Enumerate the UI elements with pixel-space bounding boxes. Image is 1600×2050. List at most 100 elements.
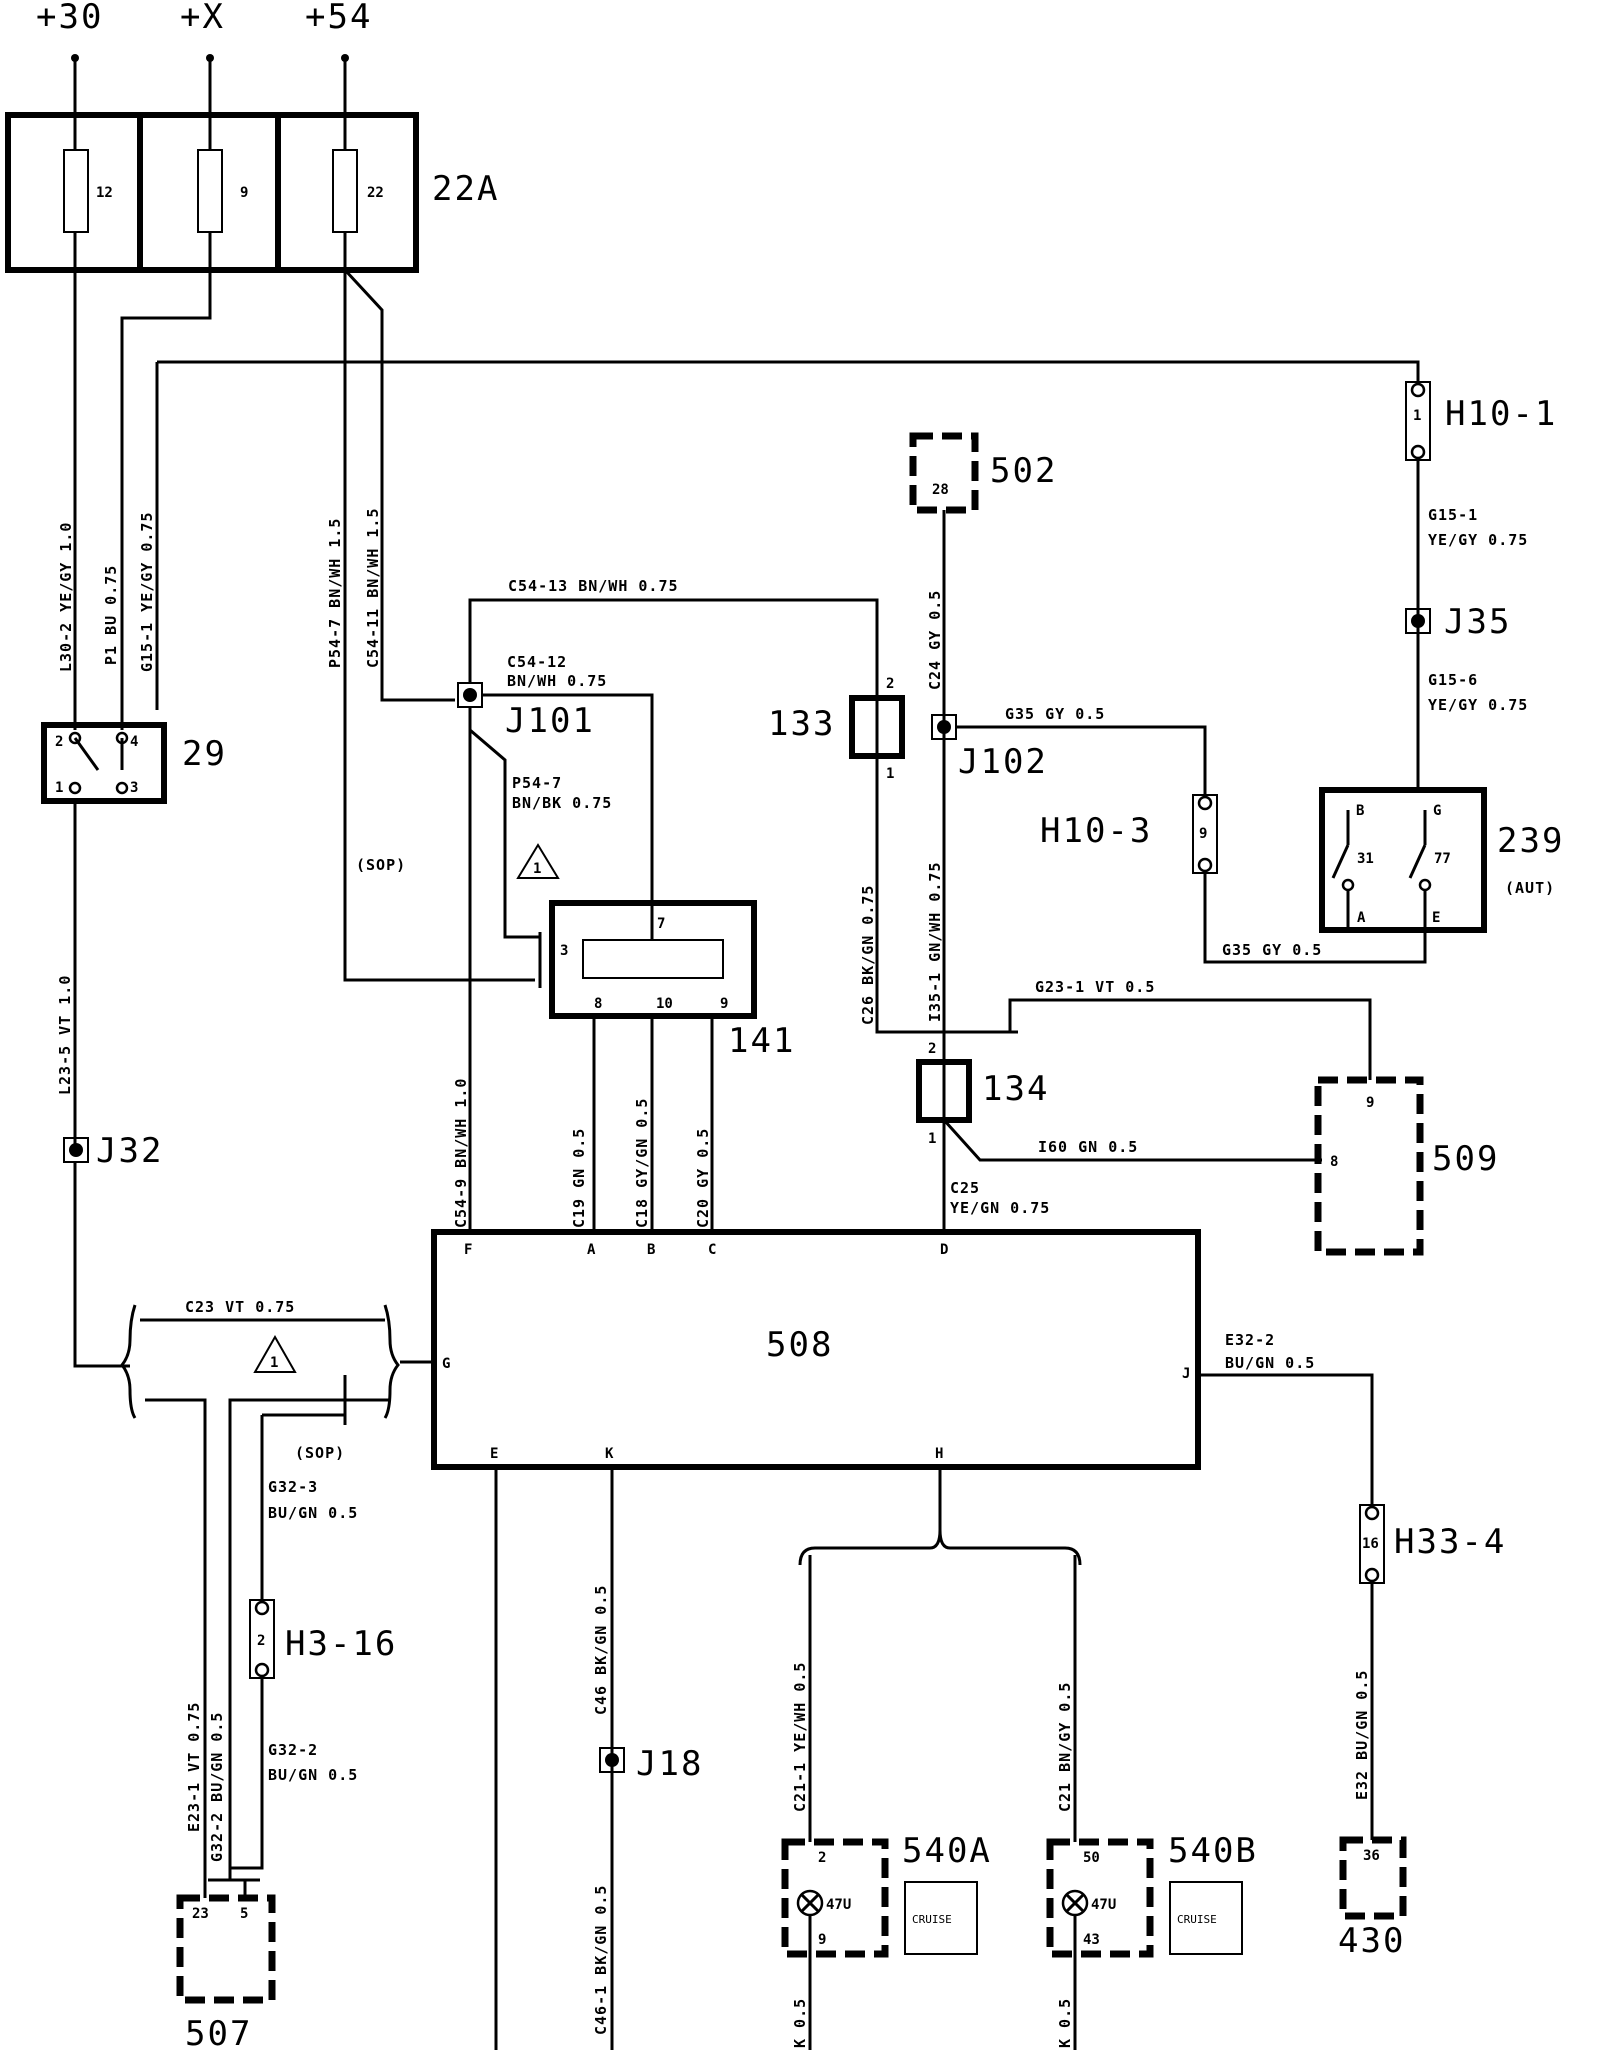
wire-p1: P1 BU 0.75 (102, 565, 120, 665)
wire-c21-1: C21-1 YE/WH 0.5 (791, 1662, 809, 1812)
c141-pin-10: 10 (656, 996, 673, 1012)
c141-pin-3: 3 (560, 943, 568, 959)
wire-l23-5: L23-5 VT 1.0 (56, 975, 74, 1095)
lamp-540b-rating: 47U (1091, 1897, 1116, 1913)
c23-bracket (120, 1304, 400, 1880)
c508-pin-b: B (647, 1242, 655, 1258)
h10-1-pin: 1 (1413, 408, 1421, 424)
c540a-pin-2: 2 (818, 1850, 826, 1866)
c507-pin-5: 5 (240, 1906, 248, 1922)
fuse-9-label: 9 (240, 185, 248, 201)
j32-label: J32 (96, 1131, 163, 1171)
supply-30-label: +30 (36, 0, 103, 37)
c540a-pin-9: 9 (818, 1932, 826, 1948)
c239-pin-31: 31 (1357, 851, 1374, 867)
j18-splice (599, 1747, 625, 1773)
c508-pin-c: C (708, 1242, 716, 1258)
c141-pin-8: 8 (594, 996, 602, 1012)
h33-4-label: H33-4 (1394, 1522, 1506, 1562)
fuse-22-label: 22 (367, 185, 384, 201)
warning-triangle-1 (516, 843, 560, 879)
wire-g32-3: G32-3 (268, 1478, 318, 1496)
lamp-540b (1046, 1838, 1154, 2050)
wire-g15-1-right-color: YE/GY 0.75 (1428, 531, 1528, 549)
wire-c19: C19 GN 0.5 (570, 1128, 588, 1228)
lamp-540b-label: 540B (1168, 1831, 1258, 1871)
lamp-540a-label: 540A (902, 1831, 992, 1871)
c509-pin-8: 8 (1330, 1154, 1338, 1170)
wire-c25-color: YE/GN 0.75 (950, 1199, 1050, 1217)
connector-133-label: 133 (768, 704, 835, 744)
fuse-22 (332, 149, 358, 233)
warning-triangle-2 (253, 1334, 297, 1373)
lamp-540a-rating: 47U (826, 1897, 851, 1913)
wire-e32-2: E32-2 (1225, 1331, 1275, 1349)
cruise-text-b: CRUISE (1177, 1913, 1217, 1926)
wire-k-b: K 0.5 (1056, 1998, 1074, 2048)
c508-pin-g: G (442, 1356, 450, 1372)
cruise-symbol-b (1169, 1881, 1243, 1955)
module-141-label: 141 (728, 1021, 795, 1061)
c141-pin-9: 9 (720, 996, 728, 1012)
c508-pin-h: H (935, 1446, 943, 1462)
c239-pin-b: B (1356, 803, 1364, 819)
fuse-12 (63, 149, 89, 233)
wire-c46-1: C46-1 BK/GN 0.5 (592, 1885, 610, 2035)
switch-239 (1319, 787, 1487, 933)
wire-c20: C20 GY 0.5 (694, 1128, 712, 1228)
wire-g15-6-color: YE/GY 0.75 (1428, 696, 1528, 714)
warning-1-number: 1 (533, 861, 541, 877)
wire-c54-9: C54-9 BN/WH 1.0 (452, 1078, 470, 1228)
c502-pin-28: 28 (932, 482, 949, 498)
wire-c46: C46 BK/GN 0.5 (592, 1585, 610, 1715)
j35-splice (1405, 608, 1431, 634)
sop-label-2: (SOP) (295, 1444, 345, 1462)
c508-pin-k: K (605, 1446, 614, 1462)
supply-x-label: +X (180, 0, 225, 37)
h3-16-label: H3-16 (285, 1624, 397, 1664)
module-508-label: 508 (766, 1325, 833, 1365)
fuse-12-label: 12 (96, 185, 113, 201)
wire-l30-2: L30-2 YE/GY 1.0 (57, 522, 75, 672)
connector-509 (1314, 1076, 1424, 1256)
j102-label: J102 (958, 742, 1048, 782)
fuse-box-22a (5, 112, 419, 273)
wire-i60: I60 GN 0.5 (1038, 1138, 1138, 1156)
connector-430-label: 430 (1338, 1921, 1405, 1961)
h3-16-pin: 2 (257, 1633, 265, 1649)
c430-pin-36: 36 (1363, 1848, 1380, 1864)
connector-502 (909, 432, 979, 514)
wire-g32-2: G32-2 (268, 1741, 318, 1759)
sw29-pin-2: 2 (55, 734, 63, 750)
wire-c54-12: C54-12 (507, 653, 567, 671)
wire-g32-2-vertical: G32-2 BU/GN 0.5 (208, 1712, 226, 1862)
c540b-pin-43: 43 (1083, 1932, 1100, 1948)
connector-502-label: 502 (990, 451, 1057, 491)
connector-509-label: 509 (1432, 1139, 1499, 1179)
c508-pin-a: A (587, 1242, 596, 1258)
wire-c54-12-color: BN/WH 0.75 (507, 672, 607, 690)
c134-pin-2: 2 (928, 1041, 936, 1057)
wire-g15-1-left: G15-1 YE/GY 0.75 (138, 512, 156, 673)
sop-label-1: (SOP) (356, 856, 406, 874)
fuse-box-label: 22A (432, 169, 499, 209)
wire-e32-2-color: BU/GN 0.5 (1225, 1354, 1315, 1372)
lamp-540a (781, 1838, 889, 2050)
wire-g32-3-color: BU/GN 0.5 (268, 1504, 358, 1522)
cruise-symbol-a (904, 1881, 978, 1955)
cruise-text-a: CRUISE (912, 1913, 952, 1926)
c508-pin-f: F (464, 1242, 472, 1258)
h33-4-pin: 16 (1362, 1536, 1379, 1552)
wire-g35-top: G35 GY 0.5 (1005, 705, 1105, 723)
wire-p54-7-main: P54-7 BN/WH 1.5 (326, 518, 344, 668)
wire-c54-13: C54-13 BN/WH 0.75 (508, 577, 679, 595)
h10-3-pin: 9 (1199, 826, 1207, 842)
switch-239-label: 239 (1497, 821, 1564, 861)
c508-pin-e: E (490, 1446, 498, 1462)
h10-1-label: H10-1 (1445, 394, 1557, 434)
j101-label: J101 (505, 701, 595, 741)
fuse-9 (197, 149, 223, 233)
wire-g23-1: G23-1 VT 0.5 (1035, 978, 1155, 996)
c507-pin-23: 23 (192, 1906, 209, 1922)
